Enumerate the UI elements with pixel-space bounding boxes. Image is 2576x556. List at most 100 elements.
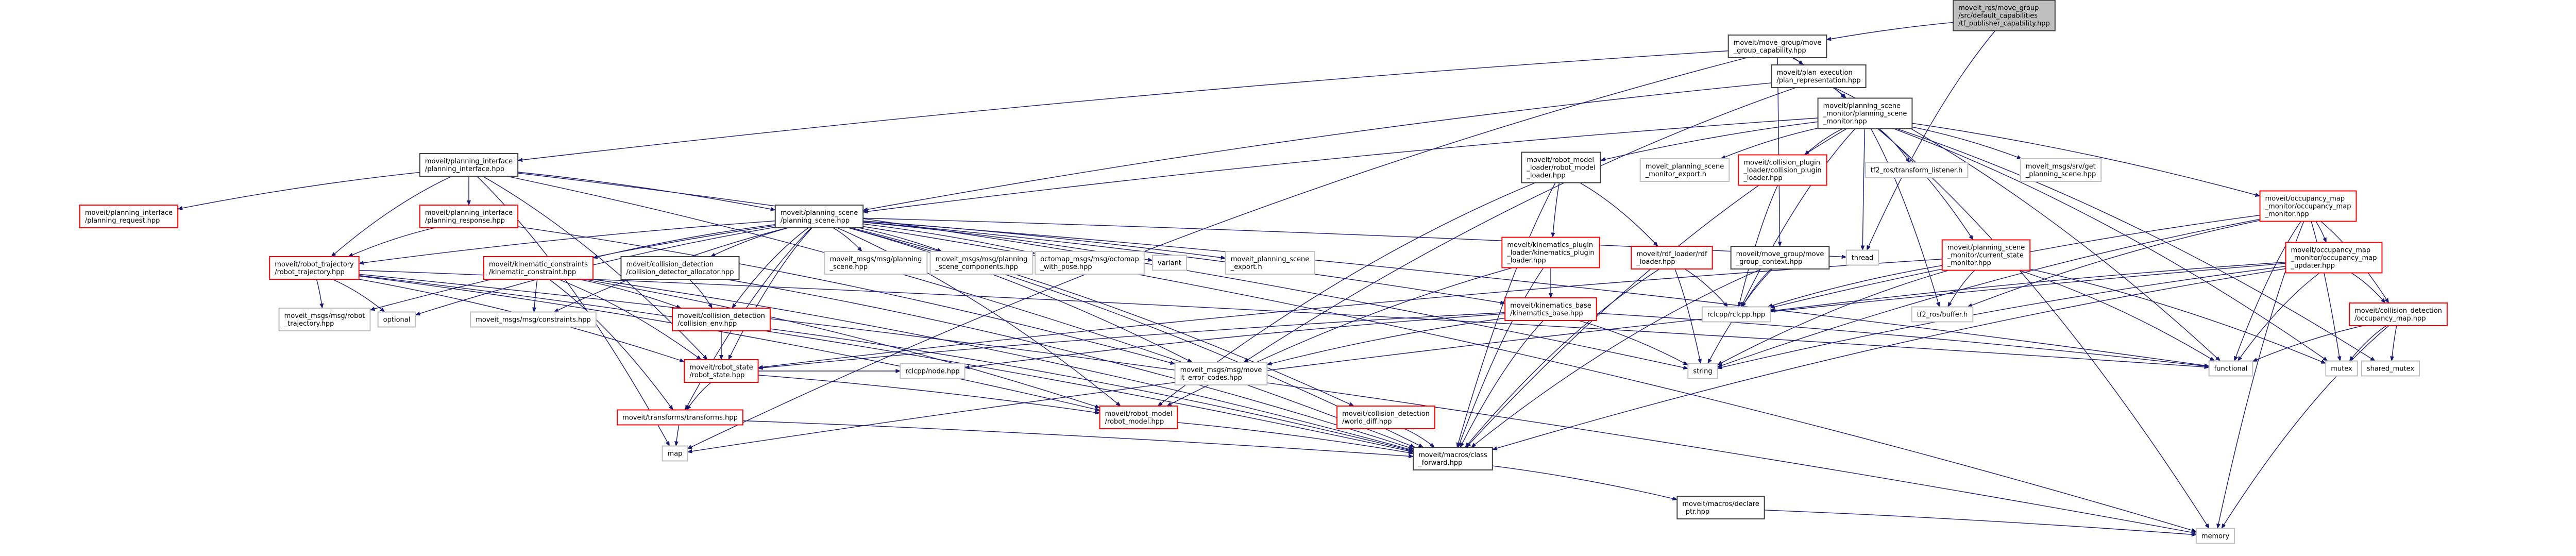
node-octomap-pose: octomap_msgs/msg/octomap_with_pose.hpp [1035,251,1145,275]
node-kinematics-base[interactable]: moveit/kinematics_base/kinematics_base.h… [1504,297,1597,321]
node-transform-listener: tf2_ros/transform_listener.h [1865,162,1969,178]
edge-world-diff-to-class-forward [1404,428,1435,448]
node-box [1730,246,1830,269]
node-label: /occupancy_map.hpp [2354,315,2426,323]
edge-move-group-context-to-class-forward [1471,268,1762,448]
node-planning-interface[interactable]: moveit/planning_interface/planning_inter… [419,153,519,177]
edge-transforms-to-map [674,425,680,447]
node-label: tf2_ros/buffer.h [1917,311,1968,319]
node-box [1336,406,1435,429]
node-psm[interactable]: moveit/planning_scene_monitor/planning_s… [1817,97,1913,129]
node-declare-ptr[interactable]: moveit/macros/declare_ptr.hpp [1676,496,1765,519]
edge-cd-allocator-to-class-forward [726,279,1414,450]
node-optional: optional [377,311,416,328]
node-planning-response[interactable]: moveit/planning_interface/planning_respo… [419,205,519,228]
node-label: /planning_response.hpp [425,217,505,225]
node-label: moveit/macros/class [1418,451,1487,459]
node-transforms[interactable]: moveit/transforms/transforms.hpp [617,409,743,426]
node-box [419,153,519,177]
edge-current-state-monitor-to-robot-state [757,259,1942,369]
node-planning-scene[interactable]: moveit/planning_scene/planning_scene.hpp [774,205,864,228]
edge-robot-model-loader-to-class-forward [1456,182,1556,448]
node-box [2325,360,2358,377]
edge-occ-map-updater-to-functional [2237,272,2320,362]
node-robot-trajectory[interactable]: moveit/robot_trajectory/robot_trajectory… [269,256,360,280]
edge-plan-repr-to-psm [1833,87,1846,99]
node-move-group-context[interactable]: moveit/move_group/move_group_context.hpp [1730,246,1830,269]
node-label: _monitor/occupancy_map [2265,203,2351,211]
node-label: moveit_msgs/msg/planning [936,256,1028,263]
edge-robot-state-to-robot-model [758,375,1100,415]
node-label: /robot_state.hpp [689,372,744,379]
node-label: moveit/macros/declare [1682,500,1759,508]
edge-psm-to-current-state-monitor [1877,128,1974,241]
edge-kinematics-base-to-robot-state [757,312,1505,370]
edge-planning-scene-to-msg-ps-components [858,227,942,252]
edge-current-state-monitor-to-rclcpp [1767,265,1942,308]
node-label: /collision_detector_allocator.hpp [626,268,734,276]
node-box [900,363,965,379]
node-shared-mutex: shared_mutex [2361,360,2420,377]
node-box [1771,64,1867,88]
node-box [269,256,360,280]
node-robot-state[interactable]: moveit/robot_state/robot_state.hpp [684,359,759,383]
node-box [929,251,1033,275]
edge-kin-plugin-loader-to-class-forward [1458,267,1544,448]
edge-psm-to-rclcpp [1740,128,1856,308]
node-label: moveit/collision_detection [2354,307,2442,315]
node-box [2208,360,2253,377]
node-label: moveit_msgs/msg/robot [284,312,365,320]
node-box [684,359,759,383]
node-occupancy-map[interactable]: moveit/collision_detection/occupancy_map… [2349,302,2448,326]
node-planning-request[interactable]: moveit/planning_interface/planning_reque… [79,205,179,228]
node-label: thread [1852,255,1874,262]
node-root[interactable]: moveit_ros/move_group/src/default_capabi… [1953,0,2056,31]
edge-rdf-loader-to-rclcpp [1684,268,1728,308]
node-world-diff[interactable]: moveit/collision_detection/world_diff.hp… [1336,406,1435,429]
edge-psm-to-robot-model-loader [1600,121,1818,162]
node-box [2195,528,2235,544]
node-occ-map-monitor[interactable]: moveit/occupancy_map_monitor/occupancy_m… [2259,190,2357,222]
node-tf2-buffer: tf2_ros/buffer.h [1911,306,1974,323]
node-collision-plugin-loader[interactable]: moveit/collision_plugin_loader/collision… [1738,154,1827,186]
node-current-state-monitor[interactable]: moveit/planning_scene_monitor/current_st… [1941,239,2031,271]
node-box [1152,255,1187,271]
node-occ-map-updater[interactable]: moveit/occupancy_map_monitor/occupancy_m… [2285,242,2383,274]
node-label: /planning_interface.hpp [425,165,504,173]
node-plan-repr[interactable]: moveit/plan_execution/plan_representatio… [1771,64,1867,88]
node-label: _group_capability.hpp [1733,47,1806,55]
node-class-forward[interactable]: moveit/macros/class_forward.hpp [1413,447,1493,470]
node-label: _loader/kinematics_plugin [1506,249,1594,257]
node-robot-model[interactable]: moveit/robot_model/robot_model.hpp [1099,406,1178,429]
node-memory: memory [2195,528,2235,544]
edge-kinematic-constraint-to-transforms [549,279,673,411]
node-robot-model-loader[interactable]: moveit/robot_model_loader/robot_model_lo… [1521,151,1601,183]
node-label: _scene.hpp [829,263,868,271]
node-move-capability[interactable]: moveit/move_group/move_group_capability.… [1727,35,1827,58]
edge-planning-scene-to-world-diff [851,227,1354,407]
node-label: _loader.hpp [1506,257,1546,265]
node-box [1701,306,1771,323]
edge-current-state-monitor-to-tf2-buffer [1947,269,1975,308]
node-label: moveit/planning_scene [1947,244,2025,252]
edge-occupancy-map-to-shared-mutex [2390,325,2397,362]
node-label: _with_pose.hpp [1040,263,1092,271]
node-box [620,256,740,280]
node-label: _forward.hpp [1418,459,1462,467]
node-ps-export: moveit_planning_scene_export.h [1225,251,1315,275]
node-label: map [668,450,683,458]
edge-robot-model-loader-to-kin-plugin-loader [1551,182,1560,238]
node-label: _monitor.hpp [2265,211,2309,218]
edge-occ-map-monitor-to-string [1717,218,2260,367]
node-box [1413,447,1493,470]
node-collision-env[interactable]: moveit/collision_detection/collision_env… [672,308,771,331]
node-cd-allocator[interactable]: moveit/collision_detection/collision_det… [620,256,740,280]
edge-kinematic-constraint-to-robot-state [558,279,702,360]
node-kin-plugin-loader[interactable]: moveit/kinematics_plugin_loader/kinemati… [1501,237,1600,268]
node-box [824,251,928,275]
node-label: moveit/robot_model [1105,410,1173,418]
node-label: string [1693,368,1712,376]
edge-collision-env-to-class-forward [770,328,1414,452]
node-rdf-loader[interactable]: moveit/rdf_loader/rdf_loader.hpp [1631,246,1713,269]
node-kinematic-constraint[interactable]: moveit/kinematic_constraints/kinematic_c… [483,256,594,280]
